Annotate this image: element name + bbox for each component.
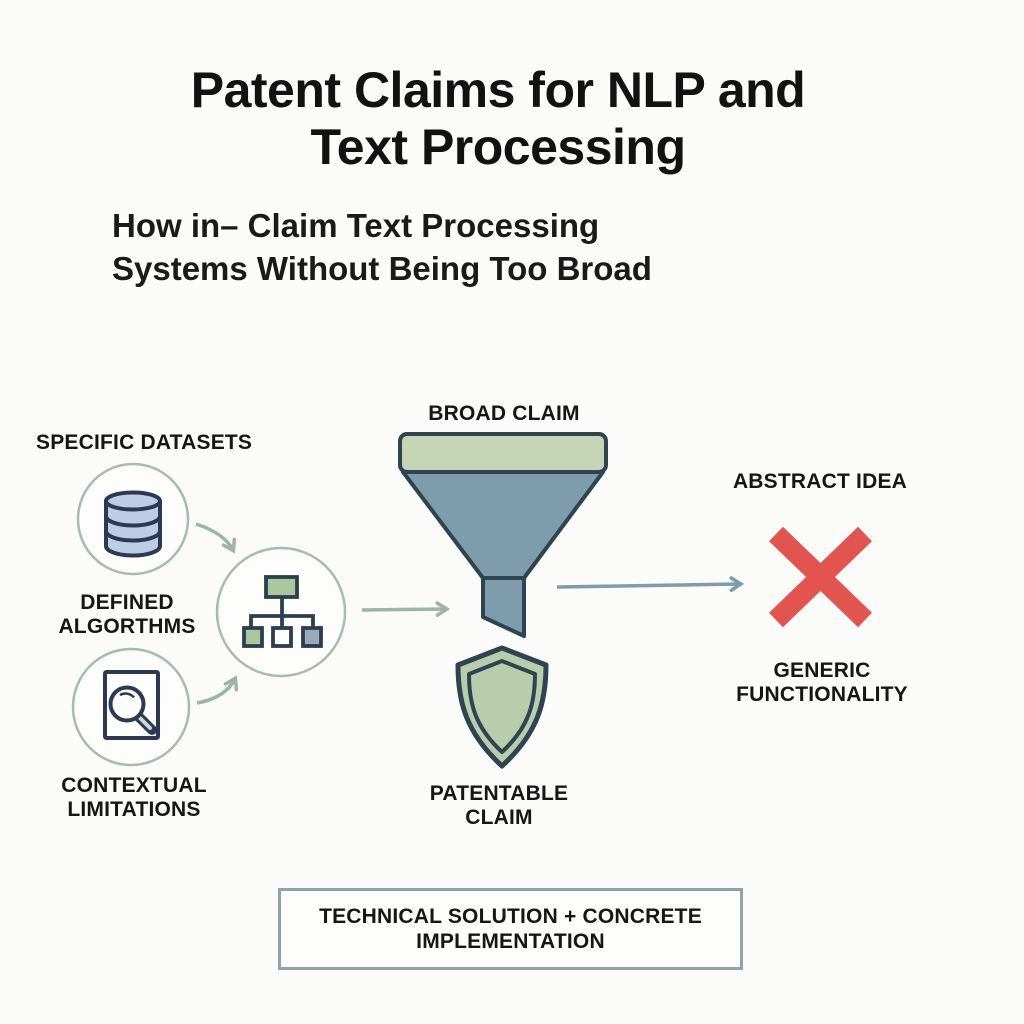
label-broad-claim: BROAD CLAIM — [428, 402, 580, 425]
label-patentable-claim: PATENTABLE CLAIM — [399, 782, 599, 830]
page-title-line1: Patent Claims for NLP and — [190, 62, 806, 118]
x-mark-icon — [769, 526, 872, 628]
label-abstract-idea: ABSTRACT IDEA — [732, 470, 908, 493]
label-generic-functionality-line1: GENERIC — [773, 659, 871, 682]
arrow-context-to-hub-icon — [196, 675, 239, 705]
label-defined-algorithms-line2: ALGORTHMS — [58, 615, 196, 638]
label-patentable-claim-line2: CLAIM — [465, 806, 533, 829]
page-subtitle-line2: Systems Without Being Too Broad — [112, 250, 652, 287]
label-contextual-limitations: CONTEXTUAL LIMITATIONS — [34, 774, 234, 822]
shield-icon — [455, 645, 549, 769]
arrow-datasets-to-hub-icon — [195, 522, 237, 554]
page-title: Patent Claims for NLP and Text Processin… — [0, 62, 1010, 176]
database-icon — [104, 490, 162, 558]
technical-solution-line2: IMPLEMENTATION — [416, 930, 605, 953]
label-generic-functionality: GENERIC FUNCTIONALITY — [672, 659, 972, 707]
page-title-line2: Text Processing — [310, 119, 686, 175]
label-defined-algorithms-line1: DEFINED — [80, 591, 174, 614]
label-contextual-limitations-line2: LIMITATIONS — [67, 798, 201, 821]
document-search-icon — [103, 670, 160, 740]
technical-solution-line1: TECHNICAL SOLUTION + CONCRETE — [319, 905, 702, 928]
technical-solution-box: TECHNICAL SOLUTION + CONCRETE IMPLEMENTA… — [278, 888, 743, 970]
label-contextual-limitations-line1: CONTEXTUAL — [61, 774, 207, 797]
label-defined-algorithms: DEFINED ALGORTHMS — [27, 591, 227, 639]
page-subtitle: How in– Claim Text Processing Systems Wi… — [112, 204, 812, 290]
arrow-hub-to-funnel-icon — [361, 601, 451, 617]
label-specific-datasets: SPECIFIC DATASETS — [36, 431, 253, 454]
funnel-icon — [398, 432, 608, 638]
arrow-funnel-to-x-icon — [556, 576, 745, 593]
label-patentable-claim-line1: PATENTABLE — [429, 782, 569, 805]
page-subtitle-line1: How in– Claim Text Processing — [112, 207, 600, 244]
flowchart-icon — [242, 575, 323, 648]
label-generic-functionality-line2: FUNCTIONALITY — [736, 683, 908, 706]
